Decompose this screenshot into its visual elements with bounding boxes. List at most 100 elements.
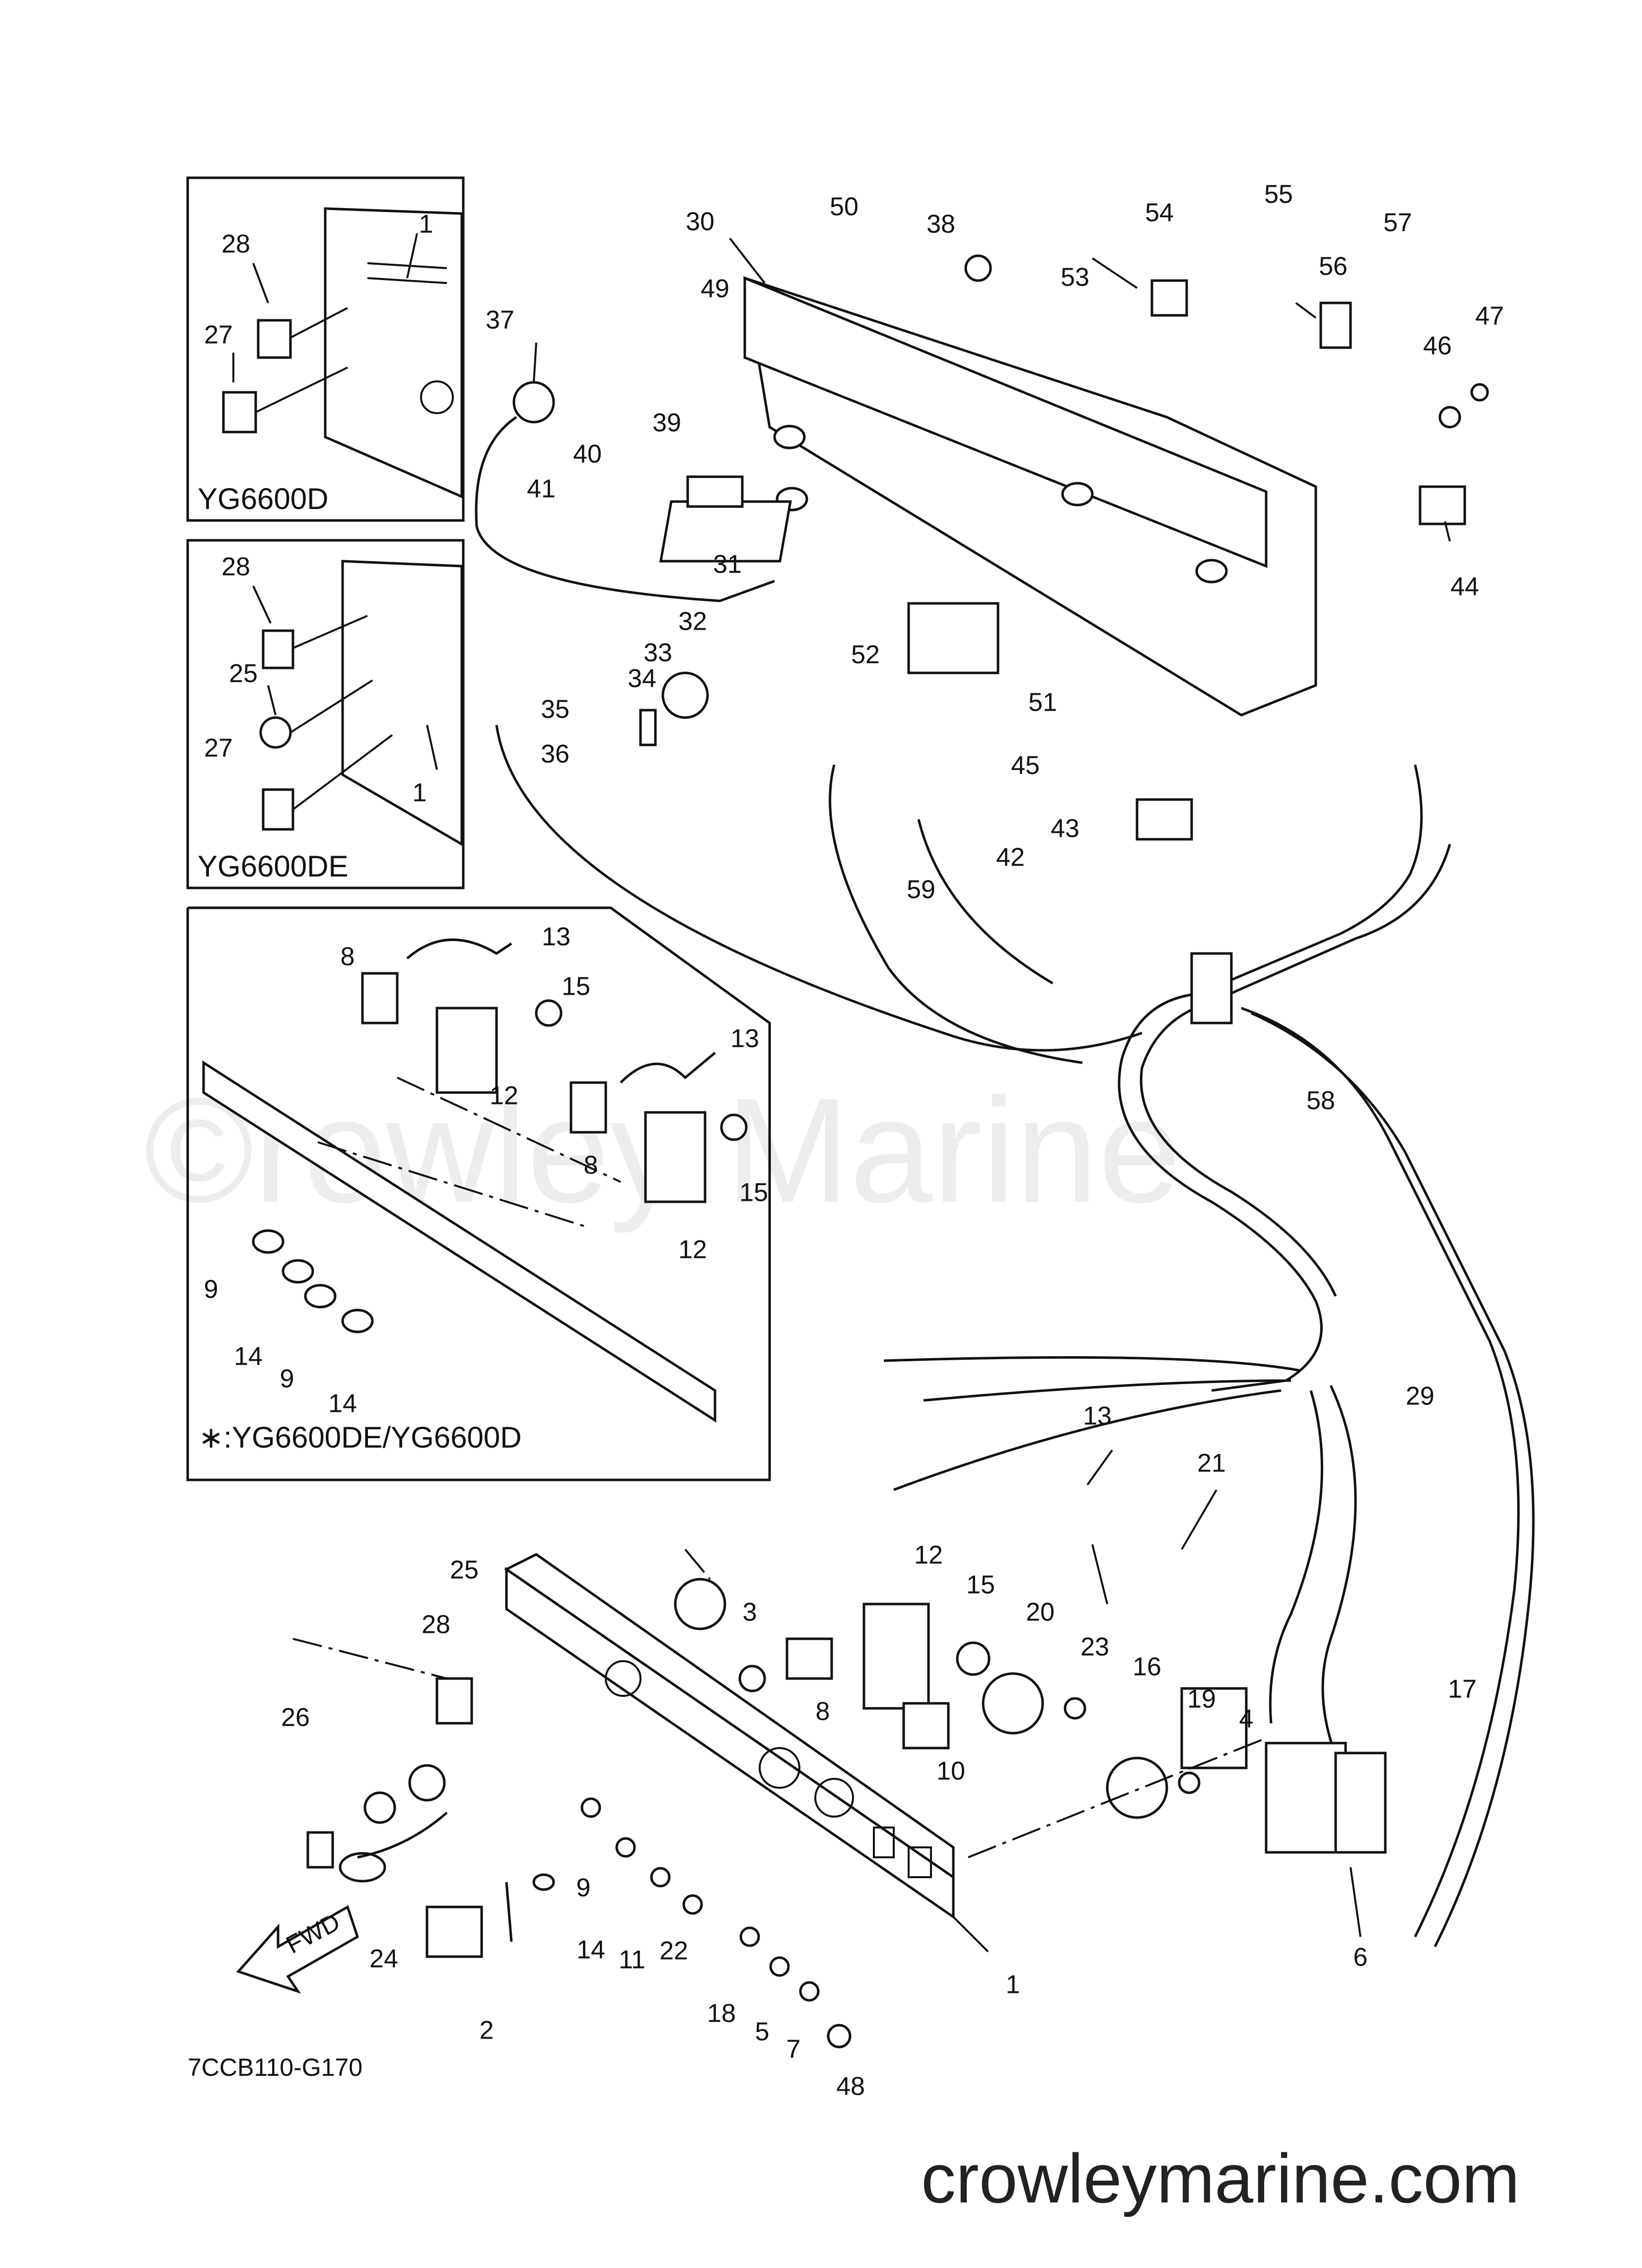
outlet-label-9a: 9	[204, 1275, 218, 1304]
rocker-switch-28-icon	[262, 629, 294, 669]
callout-47: 47	[1475, 302, 1504, 331]
outlet-label-14b: 14	[328, 1390, 357, 1418]
callout-9: 9	[576, 1874, 591, 1902]
inset-yg6600d-title: YG6600D	[198, 482, 329, 515]
callout-19: 19	[1187, 1685, 1216, 1714]
hour-meter-2-icon	[426, 1905, 483, 1958]
callout-6: 6	[1354, 1943, 1368, 1972]
callout-37: 37	[486, 306, 514, 335]
outlets-note: ∗:YG6600DE/YG6600D	[199, 1421, 522, 1454]
twist-lock-16-icon	[1106, 1756, 1168, 1819]
callout-1: 1	[1006, 1971, 1020, 1999]
callout-5: 5	[755, 2018, 770, 2047]
outlet-label-14a: 14	[234, 1342, 263, 1371]
main-assembly: FWD	[236, 237, 1535, 2049]
outlet-label-12b: 12	[678, 1236, 707, 1264]
inset-yg6600de-label-27: 27	[204, 734, 233, 763]
callout-29: 29	[1406, 1382, 1434, 1411]
callout-45: 45	[1011, 751, 1040, 780]
callout-43: 43	[1051, 814, 1079, 843]
breaker-6-icon	[1265, 1742, 1347, 1854]
callout-7: 7	[786, 2035, 801, 2064]
diagram-code: 7CCB110-G170	[188, 2053, 362, 2081]
outlet-label-8a: 8	[341, 943, 355, 971]
callout-46: 46	[1423, 332, 1452, 361]
callout-16: 16	[1133, 1653, 1161, 1682]
volt-meter-37-icon	[512, 381, 555, 424]
callout-42: 42	[996, 843, 1025, 872]
callout-57: 57	[1383, 209, 1412, 237]
callout-21: 21	[1197, 1449, 1226, 1478]
callout-10: 10	[936, 1757, 965, 1786]
rocker-switch-28-icon	[435, 1677, 473, 1725]
callout-30: 30	[686, 208, 714, 236]
inset-yg6600de-title: YG6600DE	[198, 850, 349, 883]
fwd-arrow-icon	[236, 1905, 359, 1994]
callout-18: 18	[707, 1999, 736, 2028]
callout-55: 55	[1264, 180, 1293, 209]
callout-2: 2	[480, 2016, 494, 2045]
harness-grommet	[1190, 952, 1233, 1024]
callout-22: 22	[659, 1937, 688, 1966]
callout-23: 23	[1080, 1633, 1109, 1662]
inset-yg6600d-label-1: 1	[419, 210, 433, 239]
callout-8: 8	[816, 1697, 830, 1726]
outlet-label-13b: 13	[730, 1024, 759, 1053]
rocker-switch-27-icon	[262, 788, 294, 831]
outlet-label-9b: 9	[280, 1365, 294, 1393]
inset-yg6600de-label-1: 1	[413, 779, 427, 807]
callout-12: 12	[914, 1541, 943, 1570]
callout-56: 56	[1319, 252, 1348, 281]
callout-28: 28	[422, 1610, 450, 1639]
outlet-label-8b: 8	[584, 1151, 598, 1180]
callout-51: 51	[1028, 688, 1057, 717]
rocker-switch-27-icon	[222, 391, 257, 434]
callout-41: 41	[527, 475, 556, 504]
callout-44: 44	[1450, 573, 1479, 601]
callout-49: 49	[701, 275, 729, 303]
inset-yg6600de: 28 25 27 1 YG6600DE	[186, 539, 465, 889]
outlet-label-15b: 15	[739, 1178, 768, 1207]
outlet-label-13a: 13	[542, 923, 571, 951]
callout-34: 34	[628, 664, 656, 693]
callout-52: 52	[851, 641, 880, 669]
callout-26: 26	[281, 1703, 310, 1732]
callout-53: 53	[1061, 263, 1089, 292]
callout-24: 24	[369, 1945, 398, 1974]
breaker-25-icon	[674, 1578, 726, 1630]
callout-15: 15	[966, 1571, 995, 1600]
callout-3: 3	[743, 1598, 757, 1627]
inset-yg6600d-label-27: 27	[204, 321, 233, 350]
outlet-label-15a: 15	[562, 972, 590, 1001]
inset-yg6600d-label-28: 28	[221, 230, 250, 259]
callout-20: 20	[1026, 1598, 1055, 1627]
callout-14: 14	[576, 1936, 605, 1965]
callout-50: 50	[830, 193, 858, 221]
inset-outlets: 8 13 15 12 13 8 15 12 9 14 9 14 ∗:YG6600…	[186, 906, 771, 1481]
callout-4: 4	[1239, 1705, 1254, 1734]
callout-31: 31	[713, 550, 742, 579]
callout-11: 11	[619, 1946, 645, 1975]
callout-36: 36	[541, 740, 570, 769]
callout-58: 58	[1306, 1087, 1335, 1115]
rocker-switch-28-icon	[257, 319, 292, 359]
inset-yg6600d: 1 28 27 YG6600D	[186, 176, 465, 522]
callout-25: 25	[450, 1556, 479, 1585]
callout-38: 38	[927, 210, 955, 239]
callout-54: 54	[1145, 199, 1174, 227]
outlet-label-12a: 12	[490, 1082, 518, 1110]
callout-40: 40	[573, 440, 602, 469]
callout-59: 59	[907, 876, 935, 904]
callout-48: 48	[836, 2072, 865, 2101]
callout-32: 32	[678, 607, 707, 636]
inset-yg6600de-label-25: 25	[229, 659, 258, 688]
callout-17: 17	[1448, 1675, 1477, 1704]
callout-35: 35	[541, 695, 570, 724]
twist-lock-20-icon	[982, 1672, 1044, 1735]
breaker-25-icon	[259, 716, 292, 749]
callout-39: 39	[652, 409, 681, 438]
main-labels: 30 50 38 54 55 57 49 53 56 47 37 46 39 4…	[281, 180, 1504, 2101]
callout-13: 13	[1083, 1402, 1112, 1431]
inset-yg6600de-label-28: 28	[221, 553, 250, 582]
